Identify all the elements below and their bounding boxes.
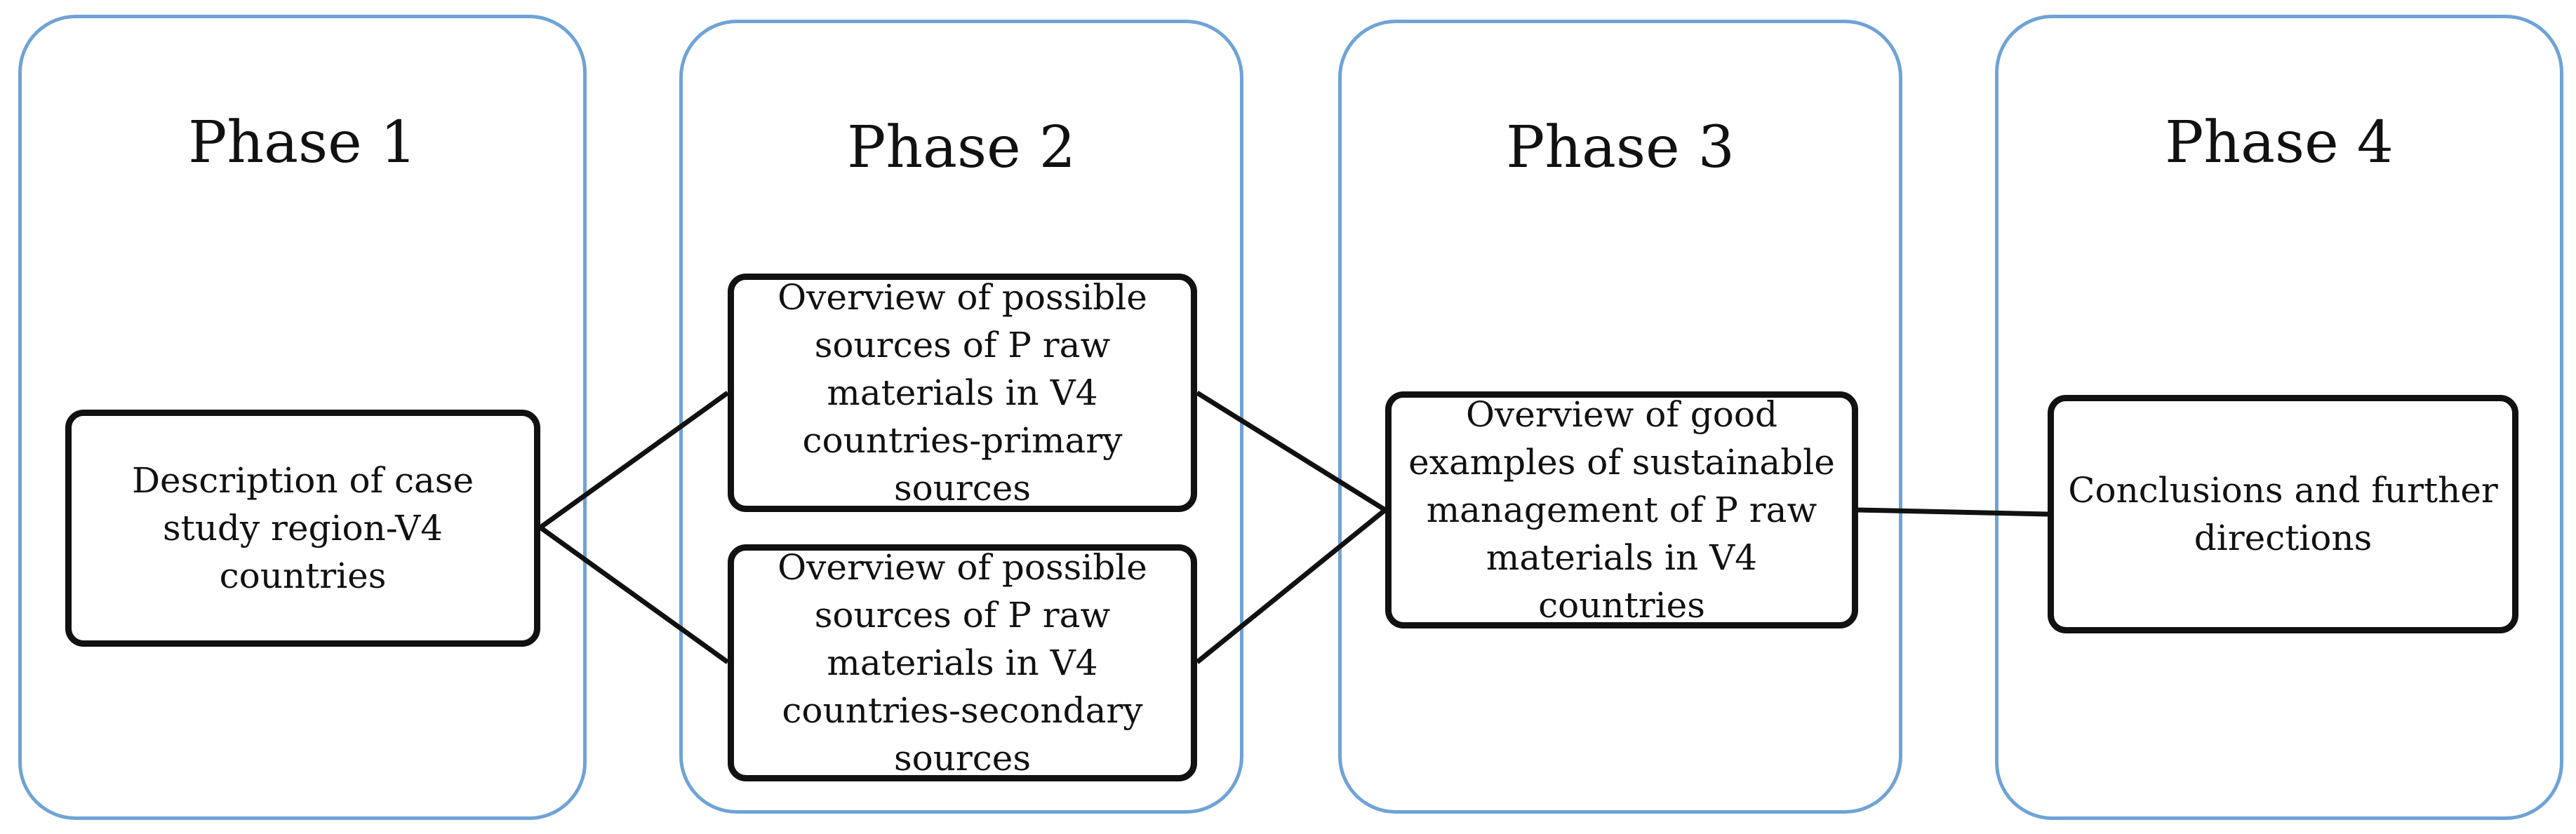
step-case-study-region-label: Description of case study region-V4 coun… bbox=[131, 460, 474, 596]
connector-3-to-4 bbox=[1857, 507, 2048, 517]
connector-1-to-2-secondary bbox=[538, 525, 730, 664]
phase-4-title: Phase 4 bbox=[2165, 109, 2394, 176]
step-secondary-sources-label: Overview of possible sources of P raw ma… bbox=[778, 547, 1147, 779]
step-primary-sources: Overview of possible sources of P raw ma… bbox=[728, 274, 1197, 512]
step-secondary-sources: Overview of possible sources of P raw ma… bbox=[728, 544, 1197, 781]
connector-2-primary-to-3 bbox=[1196, 391, 1387, 512]
step-case-study-region: Description of case study region-V4 coun… bbox=[65, 410, 540, 647]
connector-1-to-2-primary bbox=[538, 391, 730, 530]
step-good-examples: Overview of good examples of sustainable… bbox=[1385, 391, 1858, 628]
phase-2-title: Phase 2 bbox=[847, 114, 1076, 181]
phase-3-title: Phase 3 bbox=[1506, 114, 1735, 181]
step-conclusions: Conclusions and further directions bbox=[2048, 395, 2518, 633]
step-primary-sources-label: Overview of possible sources of P raw ma… bbox=[778, 277, 1147, 509]
phase-1-title: Phase 1 bbox=[188, 109, 417, 176]
connector-2-secondary-to-3 bbox=[1195, 508, 1387, 664]
step-conclusions-label: Conclusions and further directions bbox=[2068, 470, 2498, 558]
step-good-examples-label: Overview of good examples of sustainable… bbox=[1408, 394, 1835, 626]
